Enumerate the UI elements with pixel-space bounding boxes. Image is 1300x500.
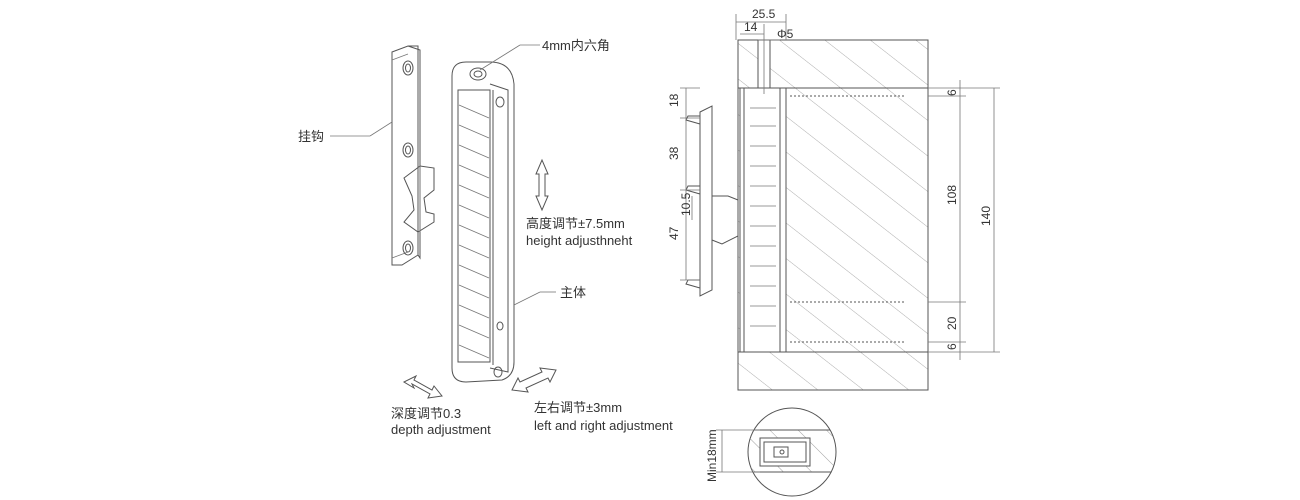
dim-20: 20 — [945, 316, 959, 330]
height-arrow-icon — [535, 158, 549, 212]
hook-plate-part — [391, 45, 435, 266]
dim-47: 47 — [667, 226, 681, 240]
dim-min18: Min18mm — [705, 429, 719, 482]
dim-25-5: 25.5 — [752, 7, 776, 21]
hook-label: 挂钩 — [298, 129, 324, 144]
detail-circle — [716, 407, 837, 497]
dim-6-top: 6 — [945, 89, 959, 96]
hook-profile — [685, 105, 739, 297]
dim-18: 18 — [667, 93, 681, 107]
dim-140: 140 — [979, 206, 993, 226]
dim-6-bottom: 6 — [945, 343, 959, 350]
lr-adjust-cn-label: 左右调节±3mm — [534, 400, 622, 415]
height-adjust-en-label: height adjusthneht — [526, 233, 633, 248]
dim-38: 38 — [667, 146, 681, 160]
dimension-lines — [680, 14, 1000, 360]
height-adjust-cn-label: 高度调节±7.5mm — [526, 216, 625, 231]
dim-phi5: Φ5 — [777, 27, 794, 41]
main-body-part — [451, 61, 515, 383]
main-body-label: 主体 — [560, 285, 586, 300]
depth-adjust-en-label: depth adjustment — [391, 422, 491, 437]
left-right-arrow-icon — [511, 367, 557, 393]
leader-lines — [330, 44, 556, 306]
depth-arrow-icon — [402, 374, 443, 399]
dim-10-5: 10.5 — [679, 192, 693, 216]
dim-14: 14 — [744, 20, 758, 34]
depth-adjust-cn-label: 深度调节0.3 — [391, 406, 461, 421]
cabinet-section — [737, 24, 929, 391]
hex-socket-label: 4mm内六角 — [542, 38, 610, 53]
lr-adjust-en-label: left and right adjustment — [534, 418, 673, 433]
dim-108: 108 — [945, 185, 959, 205]
